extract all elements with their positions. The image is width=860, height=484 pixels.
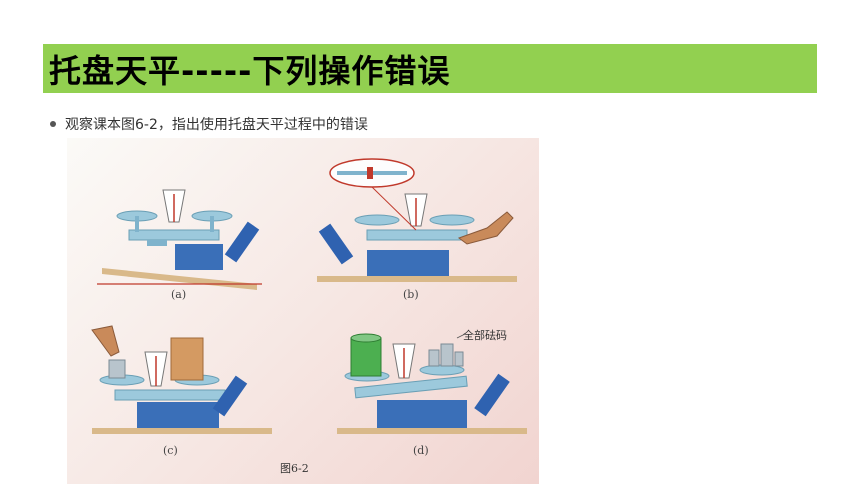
- figure-caption: 图6-2: [280, 462, 309, 475]
- bullet-item: 观察课本图6-2，指出使用托盘天平过程中的错误: [50, 114, 368, 134]
- bullet-dot-icon: [50, 121, 56, 127]
- panel-label-b: (b): [403, 288, 419, 301]
- panel-label-d: (d): [413, 444, 429, 457]
- balance-illustration: [91, 158, 527, 434]
- panel-b-illustration: [317, 158, 517, 282]
- balance-figure: (a) (b) (c) (d) 全部砝码 图6-2: [67, 138, 539, 484]
- slide-title-bar: 托盘天平-----下列操作错误: [43, 44, 817, 93]
- panel-label-a: (a): [171, 288, 187, 301]
- panel-label-c: (c): [163, 444, 178, 457]
- panel-c-illustration: [91, 325, 272, 434]
- panel-a-illustration: [97, 189, 262, 290]
- weights-annotation: 全部砝码: [463, 329, 507, 342]
- slide-title: 托盘天平-----下列操作错误: [49, 51, 451, 90]
- bullet-text: 观察课本图6-2，指出使用托盘天平过程中的错误: [65, 117, 368, 133]
- panel-d-illustration: [337, 333, 527, 434]
